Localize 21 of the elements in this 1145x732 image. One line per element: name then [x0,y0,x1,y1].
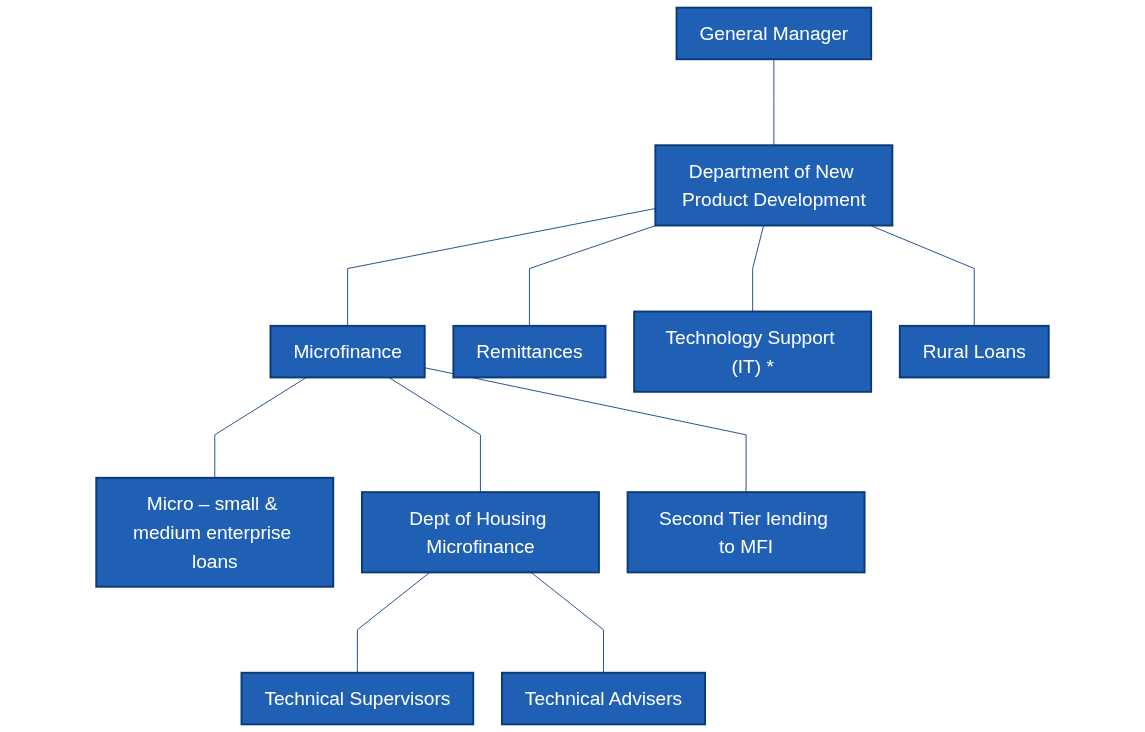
connector [752,225,765,312]
connector [424,367,747,493]
node-box: Technology Support (IT) * [633,310,873,393]
node-box: Microfinance [269,324,426,379]
node-box: Technical Advisers [500,671,706,726]
node-box: Remittances [452,324,607,379]
node-box: Dept of Housing Microfinance [360,491,600,574]
node-box: Rural Loans [898,324,1050,379]
connector [347,208,656,327]
connector [528,225,657,327]
connector [388,377,481,493]
node-box: Second Tier lending to MFI [626,491,866,574]
node-box: General Manager [675,6,873,61]
node-box: Technical Supervisors [240,671,475,726]
node-box: Micro – small & medium enterprise loans [95,476,335,588]
connector [356,571,431,674]
connector [530,571,604,674]
connector [870,225,975,327]
node-box: Department of New Product Development [654,144,894,227]
connector [773,58,775,146]
connector [214,377,307,479]
